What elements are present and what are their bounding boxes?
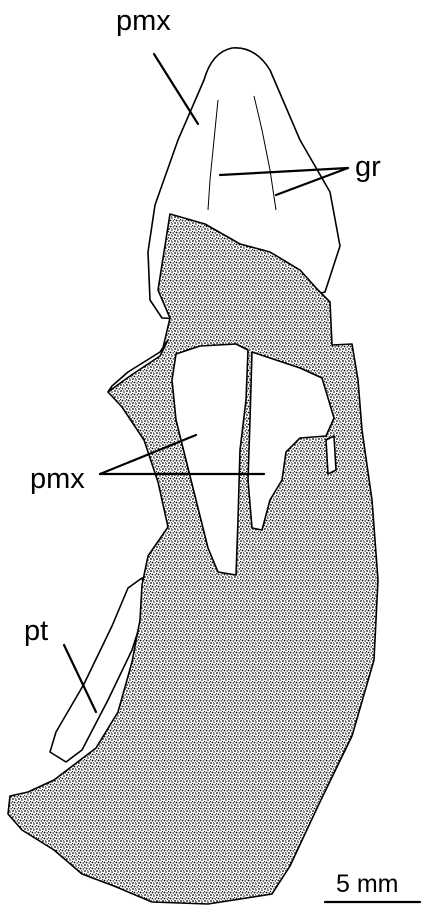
leader-pmx-top: [154, 54, 198, 124]
scale-bar-label: 5 mm: [336, 870, 399, 898]
label-pt: pt: [24, 615, 48, 647]
label-gr: gr: [355, 151, 381, 183]
label-pmx-top: pmx: [116, 5, 171, 37]
premaxilla-sliver: [326, 436, 336, 474]
matrix-region: [8, 214, 378, 904]
label-pmx-mid: pmx: [30, 463, 85, 495]
